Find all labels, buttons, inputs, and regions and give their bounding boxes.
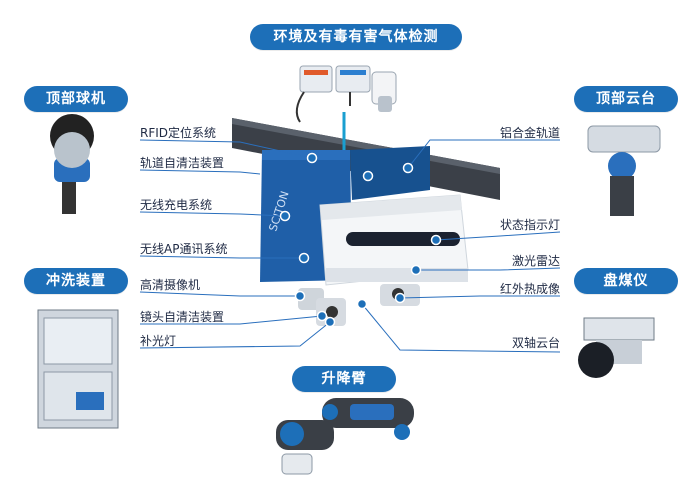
label-infrared-thermal: 红外热成像: [499, 282, 560, 296]
label-status-indicator: 状态指示灯: [499, 218, 560, 232]
label-dual-axis-ptz: 双轴云台: [511, 336, 560, 350]
module-top-ptz: 顶部云台: [574, 86, 678, 112]
label-lens-self-cleaning: 镜头自清洁装置: [140, 310, 225, 324]
callout-dots: [279, 152, 442, 328]
label-wireless-ap: 无线AP通讯系统: [140, 242, 228, 256]
leader-lines: [139, 139, 561, 353]
gas-sensor-devices: [295, 65, 397, 170]
module-coal-meter: 盘煤仪: [574, 268, 678, 294]
module-lift-arm: 升降臂: [292, 366, 396, 392]
label-fill-light: 补光灯: [140, 334, 177, 348]
module-top-ball-camera: 顶部球机: [24, 86, 128, 112]
top-ball-camera-image: [50, 114, 94, 214]
top-ptz-image: [587, 125, 661, 216]
label-rfid: RFID定位系统: [140, 126, 217, 140]
inspection-robot-body: SCITON: [260, 146, 469, 326]
lift-arm-image: [276, 398, 414, 475]
label-hd-camera: 高清摄像机: [140, 278, 201, 292]
label-rail-self-cleaning: 轨道自清洁装置: [140, 156, 225, 170]
flush-device-image: [37, 309, 119, 429]
gas-detection-title: 环境及有毒有害气体检测: [250, 24, 462, 50]
label-lidar: 激光雷达: [511, 254, 560, 268]
module-flush-device: 冲洗装置: [24, 268, 128, 294]
label-wireless-charging: 无线充电系统: [140, 198, 213, 212]
label-aluminum-rail: 铝合金轨道: [499, 126, 560, 140]
coal-meter-image: [578, 317, 655, 378]
